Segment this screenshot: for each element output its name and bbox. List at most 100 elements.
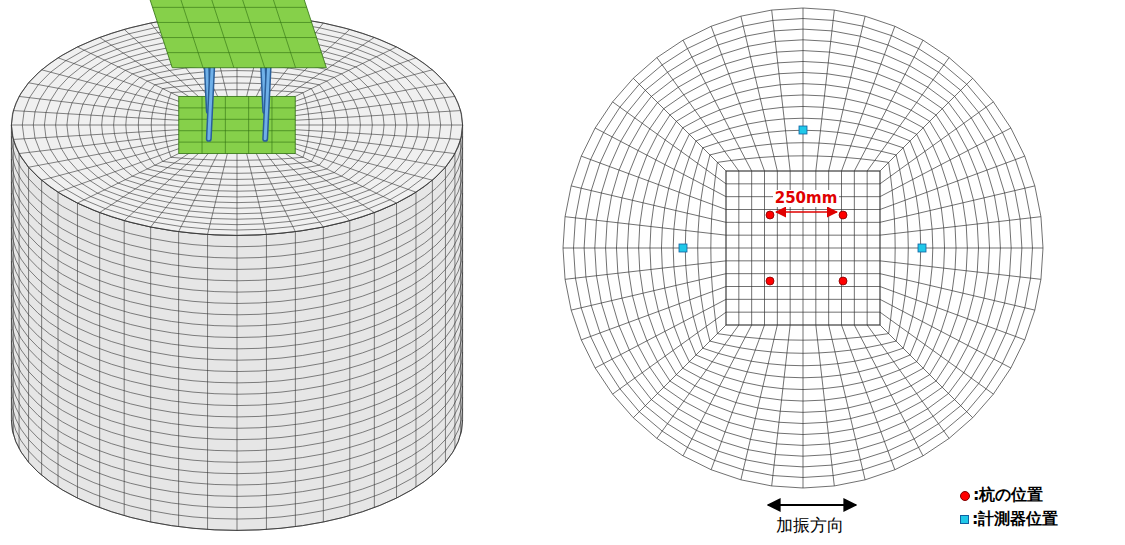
mesh-line (698, 143, 909, 354)
plate-grid (240, 0, 265, 68)
pile-marker (766, 211, 774, 219)
plate-grid (179, 130, 296, 131)
plate-grid (157, 22, 311, 23)
foundation-plate (179, 96, 296, 153)
mesh-line (396, 203, 397, 498)
mesh-line (842, 325, 895, 470)
pile-marker (839, 211, 847, 219)
superstructure-plate (148, 0, 327, 68)
mesh-line (829, 16, 865, 171)
plate-grid (225, 96, 226, 153)
plan-mesh (563, 8, 1043, 488)
plate (148, 0, 327, 68)
mesh-line (565, 217, 726, 235)
mesh-line (124, 153, 199, 221)
mesh-line (563, 8, 1043, 488)
mesh-line (11, 125, 180, 126)
mesh-line (711, 325, 764, 470)
mesh-line (816, 325, 834, 486)
plate-grid (179, 142, 296, 143)
mesh-line (880, 248, 1043, 249)
legend-text: :杭の位置 (973, 485, 1043, 506)
legend-row: :計測器位置 (960, 509, 1058, 530)
mesh-line (374, 213, 375, 508)
mesh-line (741, 16, 777, 171)
pile-marker (839, 277, 847, 285)
mesh-line (237, 153, 238, 236)
mesh-line (867, 325, 949, 438)
plate-grid (271, 96, 272, 153)
mesh-line (726, 171, 880, 325)
mesh-line (880, 171, 881, 325)
mesh-line (741, 325, 777, 480)
plate-grid (179, 107, 296, 108)
mesh-line (726, 325, 880, 326)
mesh-line (563, 248, 726, 249)
mesh-line (150, 227, 151, 522)
mesh-line (265, 153, 323, 227)
plate-grid (271, 0, 296, 68)
mesh-line (683, 325, 752, 456)
mesh-line (275, 153, 350, 221)
legend-row: :杭の位置 (960, 485, 1043, 506)
plate-grid (248, 96, 249, 153)
plate-grid (179, 119, 296, 120)
mesh-line (445, 167, 446, 462)
legend-text: :計測器位置 (972, 509, 1058, 530)
mesh-line (595, 128, 726, 197)
mesh-line (58, 192, 59, 487)
mesh-line (726, 286, 880, 287)
mesh-line (99, 213, 100, 508)
mesh-line (349, 221, 350, 516)
mesh-line (323, 227, 324, 522)
mesh-line (178, 232, 179, 527)
mesh-line (633, 325, 726, 418)
mesh-line (880, 217, 1041, 235)
mesh-line (726, 248, 880, 249)
mesh-line (880, 299, 1011, 368)
mesh-line (726, 273, 880, 274)
direction-arrow (768, 504, 856, 506)
mesh-line (13, 130, 180, 140)
sensor-marker (799, 126, 807, 134)
plate-grid (167, 52, 321, 53)
mesh-line (295, 232, 296, 527)
mesh-line (293, 70, 432, 107)
mesh-line (726, 260, 880, 261)
mesh-line (13, 111, 180, 121)
direction-label: 加振方向 (776, 516, 844, 536)
mesh-line (880, 325, 973, 418)
soil-cylinder (11, 0, 462, 530)
mesh-line (415, 192, 416, 487)
plate-grid (202, 96, 203, 153)
mesh-line (613, 312, 726, 394)
mesh-line (77, 203, 78, 498)
mesh-line (293, 134, 455, 153)
mesh-line (880, 287, 1025, 340)
plate (179, 96, 296, 153)
mesh-line (256, 153, 296, 232)
mesh-line (772, 10, 790, 171)
mesh-line (432, 180, 433, 475)
mesh-line (13, 139, 14, 434)
mesh-line (77, 153, 180, 203)
mesh-line (165, 90, 309, 161)
mesh-line (293, 111, 460, 121)
mesh-line (29, 83, 181, 111)
mesh-line (880, 274, 1035, 310)
mesh-line (880, 102, 993, 184)
mesh-line (293, 139, 445, 167)
mesh-line (237, 235, 238, 530)
mesh-line (293, 153, 396, 203)
sensor-marker (679, 244, 687, 252)
pile-marker (766, 277, 774, 285)
mesh-line (19, 96, 181, 115)
mesh-line (179, 153, 219, 232)
mesh-line (266, 234, 267, 529)
mesh-line (816, 10, 834, 171)
mesh-line (880, 156, 1025, 209)
mesh-line (293, 125, 462, 126)
mesh-line (77, 47, 180, 97)
dimension-label: 250mm (773, 190, 840, 207)
